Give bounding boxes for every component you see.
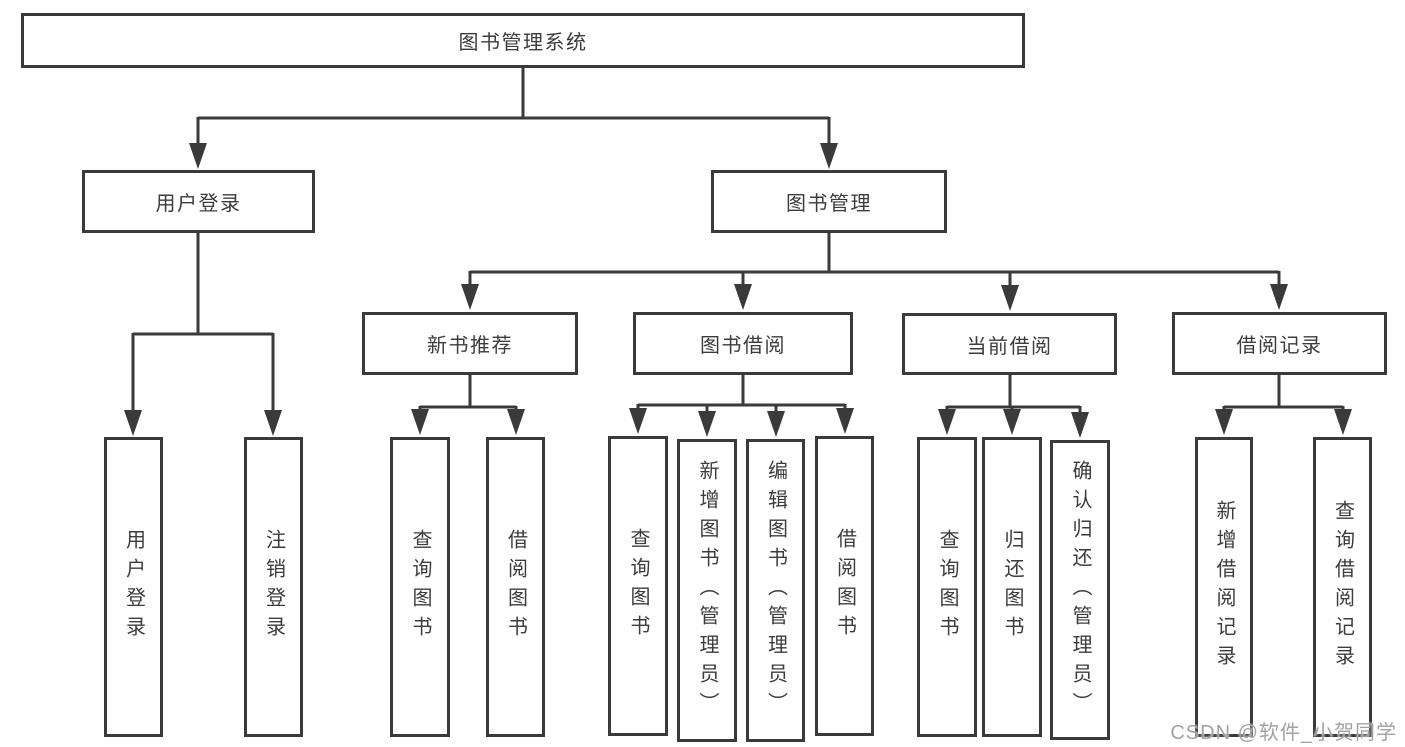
node-book-management: 图书管理 [711,170,947,233]
node-current-borrowing: 当前借阅 [902,313,1117,375]
node-query-books-current: 查询图书 [917,437,977,737]
node-borrowing-records: 借阅记录 [1172,312,1387,375]
node-label: 借阅图书 [504,529,527,645]
node-label: 查询图书 [409,529,431,645]
node-query-borrow-record: 查询借阅记录 [1313,437,1372,737]
node-label: 归还图书 [1001,529,1023,645]
node-add-borrow-record: 新增借阅记录 [1195,437,1253,737]
node-borrow-books: 借阅图书 [815,436,874,736]
node-label: 编辑图书（管理员） [764,460,787,721]
node-label: 用户登录 [122,529,145,645]
node-add-books-admin: 新增图书（管理员） [677,439,737,742]
node-borrow-books-recommend: 借阅图书 [486,437,545,737]
node-user-login-action: 用户登录 [104,437,163,737]
node-book-borrowing: 图书借阅 [633,312,853,375]
node-query-books-recommend: 查询图书 [390,437,450,737]
node-label: 查询图书 [627,528,649,644]
node-label: 新增借阅记录 [1213,500,1235,674]
node-library-system: 图书管理系统 [21,13,1025,68]
node-return-books: 归还图书 [982,437,1042,737]
node-label: 借阅图书 [833,528,856,644]
node-edit-books-admin: 编辑图书（管理员） [746,439,805,742]
node-logout: 注销登录 [244,437,303,737]
node-confirm-return-admin: 确认归还（管理员） [1050,440,1110,740]
node-label: 确认归还（管理员） [1069,459,1091,721]
node-label: 查询借阅记录 [1331,500,1354,674]
node-label: 注销登录 [262,529,285,645]
node-label: 新增图书（管理员） [696,460,718,721]
node-query-books-borrow: 查询图书 [608,436,668,736]
watermark: CSDN @软件_小贺同学 [1170,722,1397,744]
node-new-book-recommendation: 新书推荐 [362,312,578,375]
node-user-login: 用户登录 [82,170,315,233]
node-label: 查询图书 [936,529,958,645]
